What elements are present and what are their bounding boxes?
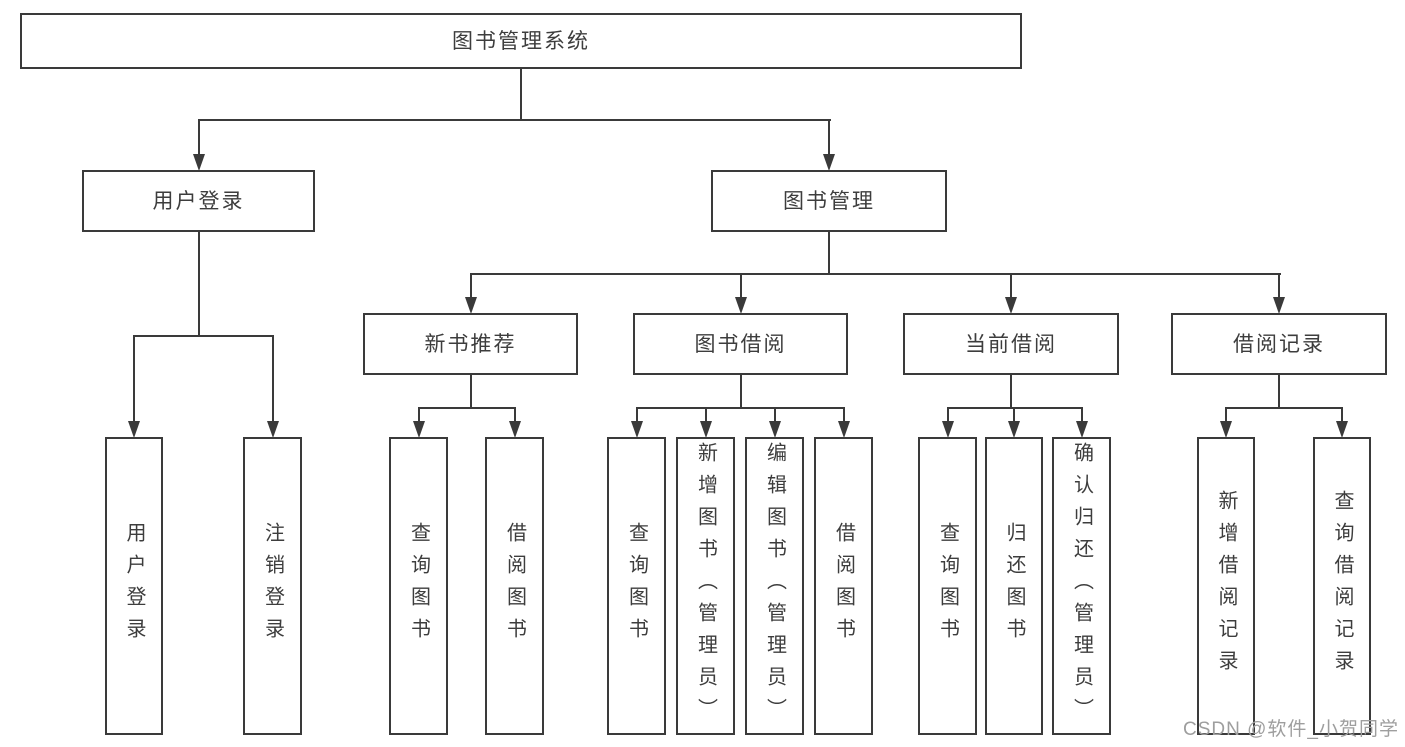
node-book_mgmt: 图书管理 [711, 170, 947, 232]
node-label-br_query: 查询借阅记录 [1331, 490, 1353, 682]
connector-bus-new_book_rec [418, 407, 516, 409]
arrowhead-down-icon [1005, 297, 1017, 314]
node-label-nbr_borrow: 借阅图书 [503, 522, 526, 650]
node-label-ul_logout: 注销登录 [261, 522, 284, 650]
node-borrow_records: 借阅记录 [1171, 313, 1387, 375]
connector-drop-borrow_records [1278, 273, 1280, 297]
connector-drop-bb_borrow [843, 407, 845, 421]
node-cb_query: 查询图书 [918, 437, 977, 735]
connector-drop-bb_query [636, 407, 638, 421]
connector-drop-book_borrow [740, 273, 742, 297]
node-cb_confirm: 确认归还（管理员） [1052, 437, 1111, 735]
node-label-cb_query: 查询图书 [936, 522, 959, 650]
arrowhead-down-icon [1076, 421, 1088, 438]
connector-bus-book_mgmt [470, 273, 1281, 275]
arrowhead-down-icon [193, 154, 205, 171]
arrowhead-down-icon [838, 421, 850, 438]
node-label-current_borrow: 当前借阅 [965, 332, 1057, 356]
node-ul_logout: 注销登录 [243, 437, 302, 735]
connector-drop-cb_confirm [1081, 407, 1083, 421]
arrowhead-down-icon [1336, 421, 1348, 438]
connector-bus-borrow_records [1225, 407, 1343, 409]
connector-drop-user_login [198, 119, 200, 154]
connector-drop-br_query [1341, 407, 1343, 421]
arrowhead-down-icon [1220, 421, 1232, 438]
arrowhead-down-icon [823, 154, 835, 171]
connector-drop-br_add [1225, 407, 1227, 421]
connector-drop-current_borrow [1010, 273, 1012, 297]
connector-stem-borrow_records [1278, 373, 1280, 409]
arrowhead-down-icon [128, 421, 140, 438]
csdn-watermark: CSDN @软件_小贺同学 [1183, 719, 1399, 740]
arrowhead-down-icon [735, 297, 747, 314]
node-label-bb_add: 新增图书（管理员） [694, 442, 717, 730]
node-root: 图书管理系统 [20, 13, 1022, 69]
arrowhead-down-icon [267, 421, 279, 438]
connector-drop-cb_return [1013, 407, 1015, 421]
arrowhead-down-icon [1273, 297, 1285, 314]
arrowhead-down-icon [509, 421, 521, 438]
node-label-br_add: 新增借阅记录 [1215, 490, 1237, 682]
arrowhead-down-icon [700, 421, 712, 438]
node-label-root: 图书管理系统 [452, 29, 590, 53]
node-nbr_query: 查询图书 [389, 437, 448, 735]
node-label-bb_query: 查询图书 [625, 522, 648, 650]
node-bb_edit: 编辑图书（管理员） [745, 437, 804, 735]
connector-stem-user_login [198, 230, 200, 337]
node-label-ul_login: 用户登录 [123, 522, 145, 650]
node-label-book_mgmt: 图书管理 [783, 189, 875, 213]
arrowhead-down-icon [631, 421, 643, 438]
connector-stem-root [520, 67, 522, 121]
connector-drop-nbr_query [418, 407, 420, 421]
node-label-cb_return: 归还图书 [1003, 522, 1025, 650]
connector-drop-bb_edit [774, 407, 776, 421]
node-cb_return: 归还图书 [985, 437, 1043, 735]
connector-bus-root [198, 119, 831, 121]
node-label-user_login: 用户登录 [152, 189, 245, 213]
node-label-book_borrow: 图书借阅 [694, 332, 787, 356]
node-bb_query: 查询图书 [607, 437, 666, 735]
arrowhead-down-icon [1008, 421, 1020, 438]
arrowhead-down-icon [413, 421, 425, 438]
connector-stem-book_mgmt [828, 230, 830, 275]
connector-bus-book_borrow [636, 407, 845, 409]
connector-drop-nbr_borrow [514, 407, 516, 421]
arrowhead-down-icon [769, 421, 781, 438]
connector-drop-ul_login [133, 335, 135, 421]
connector-bus-user_login [133, 335, 274, 337]
connector-drop-ul_logout [272, 335, 274, 421]
node-label-borrow_records: 借阅记录 [1233, 332, 1325, 356]
connector-drop-bb_add [705, 407, 707, 421]
node-label-nbr_query: 查询图书 [407, 522, 430, 650]
connector-stem-current_borrow [1010, 373, 1012, 409]
node-new_book_rec: 新书推荐 [363, 313, 578, 375]
node-label-bb_edit: 编辑图书（管理员） [763, 442, 786, 730]
node-user_login: 用户登录 [82, 170, 315, 232]
node-bb_add: 新增图书（管理员） [676, 437, 735, 735]
node-nbr_borrow: 借阅图书 [485, 437, 544, 735]
connector-bus-current_borrow [947, 407, 1083, 409]
arrowhead-down-icon [465, 297, 477, 314]
node-bb_borrow: 借阅图书 [814, 437, 873, 735]
arrowhead-down-icon [942, 421, 954, 438]
node-br_query: 查询借阅记录 [1313, 437, 1371, 735]
node-current_borrow: 当前借阅 [903, 313, 1119, 375]
connector-drop-new_book_rec [470, 273, 472, 297]
node-label-new_book_rec: 新书推荐 [424, 332, 517, 356]
node-label-bb_borrow: 借阅图书 [832, 522, 855, 650]
node-label-cb_confirm: 确认归还（管理员） [1070, 442, 1093, 730]
node-ul_login: 用户登录 [105, 437, 163, 735]
connector-stem-new_book_rec [470, 373, 472, 409]
node-br_add: 新增借阅记录 [1197, 437, 1255, 735]
node-book_borrow: 图书借阅 [633, 313, 848, 375]
connector-stem-book_borrow [740, 373, 742, 409]
connector-drop-cb_query [947, 407, 949, 421]
connector-drop-book_mgmt [828, 119, 830, 154]
